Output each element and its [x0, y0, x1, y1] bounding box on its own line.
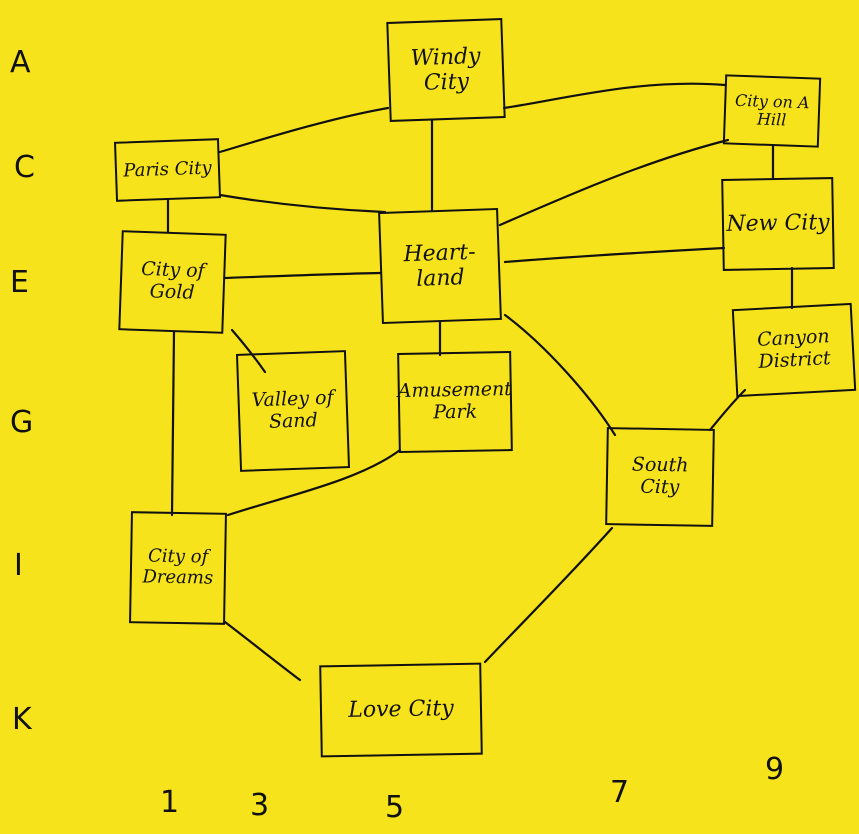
row-label-i: I [14, 548, 23, 583]
row-label-a: A [10, 45, 31, 80]
node-paris-city: Paris City [113, 138, 222, 202]
edge-south-love [483, 526, 614, 664]
node-south-city: South City [605, 427, 715, 527]
node-valley-of-sand: Valley of Sand [235, 350, 351, 472]
col-label-5: 5 [385, 790, 405, 825]
node-city-on-a-hill: City on A Hill [722, 74, 822, 148]
edge-hill-heartland [498, 138, 730, 227]
node-city-of-dreams: City of Dreams [129, 511, 227, 625]
edge-canyon-south [708, 388, 747, 432]
edge-windy-paris [218, 106, 390, 154]
edge-windy-hill [502, 82, 727, 110]
node-amusement-park: Amusement Park [397, 351, 513, 453]
node-canyon-district: Canyon District [731, 302, 857, 398]
col-label-7: 7 [610, 775, 630, 810]
row-label-g: G [10, 405, 34, 440]
node-windy-city: Windy City [386, 18, 506, 122]
col-label-9: 9 [765, 752, 785, 787]
edge-gold-valley [230, 328, 267, 374]
row-label-c: C [14, 150, 35, 185]
node-city-of-gold: City of Gold [118, 230, 227, 334]
row-label-k: K [12, 702, 32, 737]
col-label-1: 1 [160, 785, 180, 820]
node-new-city: New City [721, 177, 835, 271]
edge-gold-heartland [223, 271, 382, 280]
edge-heartland-south [503, 313, 617, 437]
col-label-3: 3 [250, 788, 270, 823]
row-label-e: E [10, 265, 29, 300]
node-love-city: Love City [319, 662, 483, 758]
edge-newcity-heartland [503, 246, 726, 264]
edge-amusement-dreams [226, 448, 402, 517]
edge-gold-dreams [170, 330, 176, 517]
node-heartland: Heart-land [378, 207, 502, 325]
edge-dreams-love [223, 620, 302, 682]
edge-paris-heartland [218, 193, 387, 214]
